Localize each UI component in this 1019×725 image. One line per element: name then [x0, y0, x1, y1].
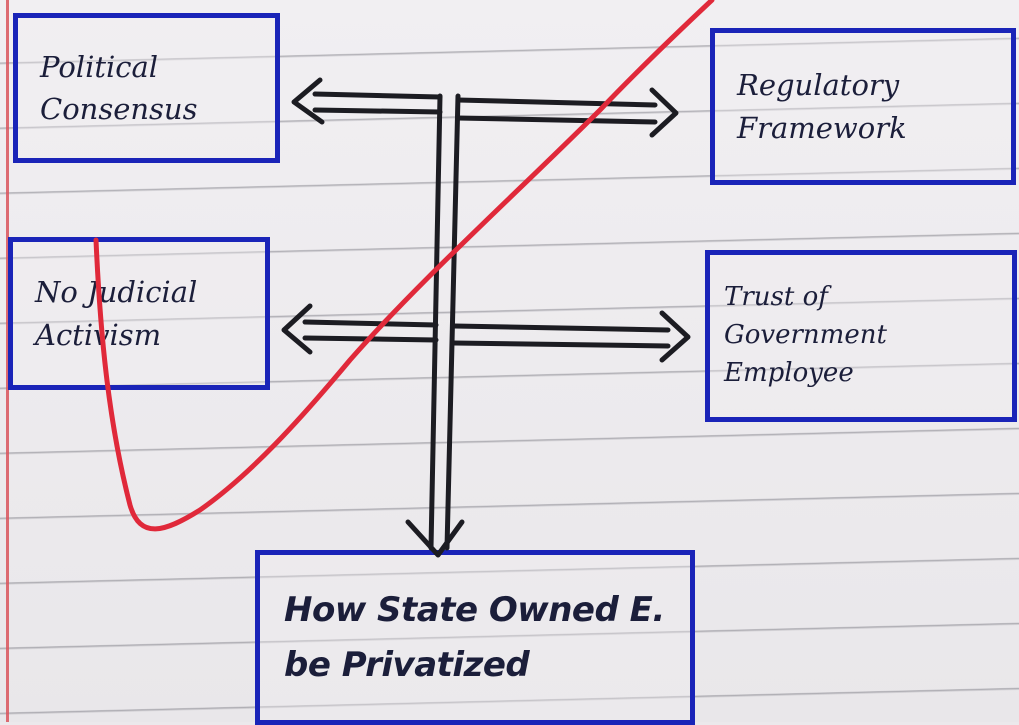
arrow-regulatory-lower — [455, 115, 658, 125]
central-shaft-left — [428, 93, 443, 551]
arrow-trust-lower — [451, 340, 671, 349]
arrowhead-trust — [659, 310, 691, 363]
no-judicial-activism-line-1: No Judicial — [35, 275, 198, 310]
red-check-mark — [93, 0, 715, 532]
arrow-judicial-upper — [302, 319, 439, 328]
arrowhead-judicial — [281, 303, 313, 355]
arrowhead-political — [291, 77, 325, 125]
arrow-regulatory-upper — [455, 97, 658, 108]
trust-of-government-employee-box: Trust of Government Employee — [705, 250, 1017, 422]
central-shaft-right — [444, 93, 461, 551]
arrow-political-lower — [312, 107, 443, 115]
trust-line-2: Government Employee — [724, 320, 887, 388]
margin-line — [6, 0, 9, 722]
outcome-line-2: be Privatized — [284, 644, 530, 685]
outcome-line-1: How State Owned E. — [284, 590, 665, 631]
arrow-trust-upper — [451, 323, 671, 333]
arrowhead-regulatory — [649, 87, 679, 138]
regulatory-framework-line-1: Regulatory — [737, 68, 900, 103]
regulatory-framework-box: Regulatory Framework — [710, 28, 1016, 185]
no-judicial-activism-line-2: Activism — [35, 317, 162, 352]
privatization-outcome-box: How State Owned E. be Privatized — [255, 550, 695, 725]
arrow-political-upper — [312, 91, 443, 100]
political-consensus-line-2: Consensus — [40, 92, 198, 126]
no-judicial-activism-box: No Judicial Activism — [8, 237, 270, 390]
regulatory-framework-line-2: Framework — [737, 110, 907, 145]
trust-line-1: Trust of — [724, 282, 828, 313]
down-arrowhead — [405, 519, 465, 558]
political-consensus-box: Political Consensus — [13, 13, 280, 163]
political-consensus-line-1: Political — [40, 49, 159, 84]
